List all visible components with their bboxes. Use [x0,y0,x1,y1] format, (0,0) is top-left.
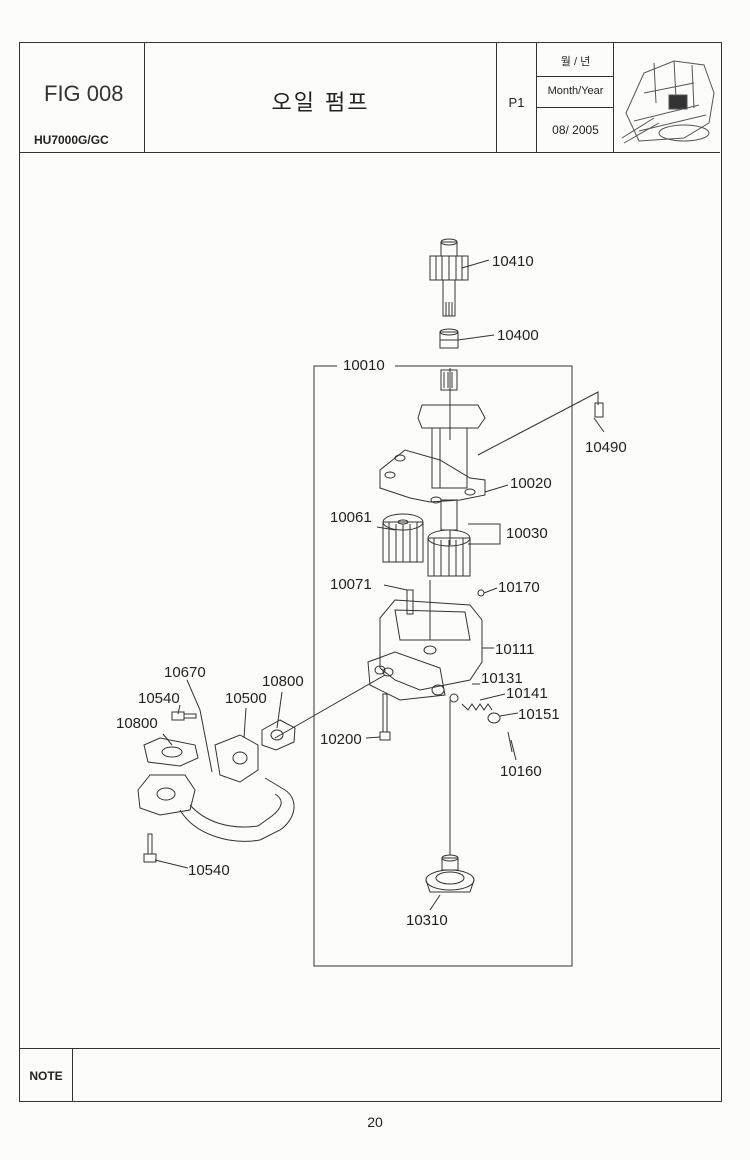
relief-plug [487,712,501,724]
figure-title: 오일 펌프 [271,91,370,116]
page-label: P1 [508,95,525,110]
callout-10800-upper: 10800 [262,673,304,690]
page-cell: P1 [497,43,537,152]
callout-10500: 10500 [225,690,267,707]
date-value: 08/ 2005 [552,123,599,137]
relief-spring [461,703,493,711]
callout-10410: 10410 [492,253,534,270]
figure-number: FIG 008 [44,81,124,106]
model-name: HU7000G/GC [34,133,109,147]
callout-10170: 10170 [498,579,540,596]
callout-10200: 10200 [320,731,362,748]
drawing-sheet: FIG 008 HU7000G/GC 오일 펌프 P1 월 / 년 Month/… [19,42,722,1102]
drive-gear [427,529,471,577]
callout-10111: 10111 [495,641,535,658]
callout-10310: 10310 [406,912,448,929]
page-number: 20 [367,1114,383,1130]
date-label-en: Month/Year [547,85,604,97]
callout-10800-lower: 10800 [116,715,158,732]
oil-strainer [425,854,475,893]
callout-10141: 10141 [506,685,548,702]
title-block: FIG 008 HU7000G/GC 오일 펌프 P1 월 / 년 Month/… [20,43,720,153]
relief-ball [449,693,459,703]
pump-body [367,599,483,701]
callout-10400: 10400 [497,327,539,344]
fig-cell: FIG 008 HU7000G/GC [20,43,145,152]
callout-10540-lower: 10540 [188,862,230,879]
title-cell: 오일 펌프 [145,43,497,152]
drive-gear-shaft [429,238,469,317]
callout-10010: 10010 [343,357,385,374]
callout-10061: 10061 [330,509,372,526]
date-cell: 월 / 년 Month/Year 08/ 2005 [537,43,614,152]
callout-10020: 10020 [510,475,552,492]
callout-10151: 10151 [518,706,560,723]
note-label: NOTE [20,1049,73,1102]
driven-gear [382,513,424,563]
callout-10540-upper: 10540 [138,690,180,707]
date-label-ko: 월 / 년 [560,56,591,68]
callout-10030: 10030 [506,525,548,542]
note-box: NOTE [20,1048,720,1102]
callout-10670: 10670 [164,664,206,681]
callout-10131: 10131 [481,670,523,687]
machine-thumbnail [614,43,720,152]
callout-10071: 10071 [330,576,372,593]
suction-pipe [137,711,296,863]
callout-10160: 10160 [500,763,542,780]
callout-10490: 10490 [585,439,627,456]
bushing [439,328,459,349]
